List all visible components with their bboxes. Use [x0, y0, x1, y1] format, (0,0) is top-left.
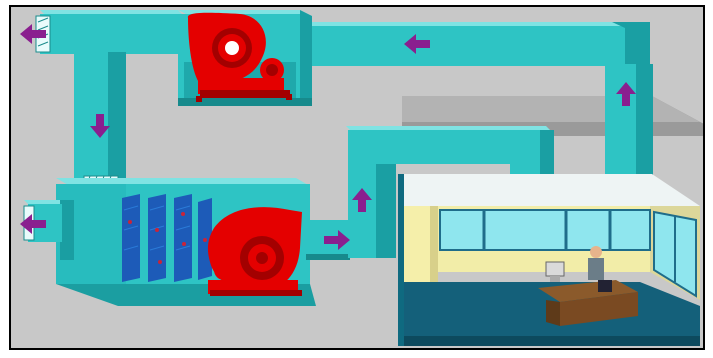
return-duct-top	[300, 22, 650, 66]
return-riser-right	[605, 64, 653, 190]
exhaust-duct-top-left	[36, 10, 182, 54]
supply-fan-icon	[208, 207, 302, 296]
